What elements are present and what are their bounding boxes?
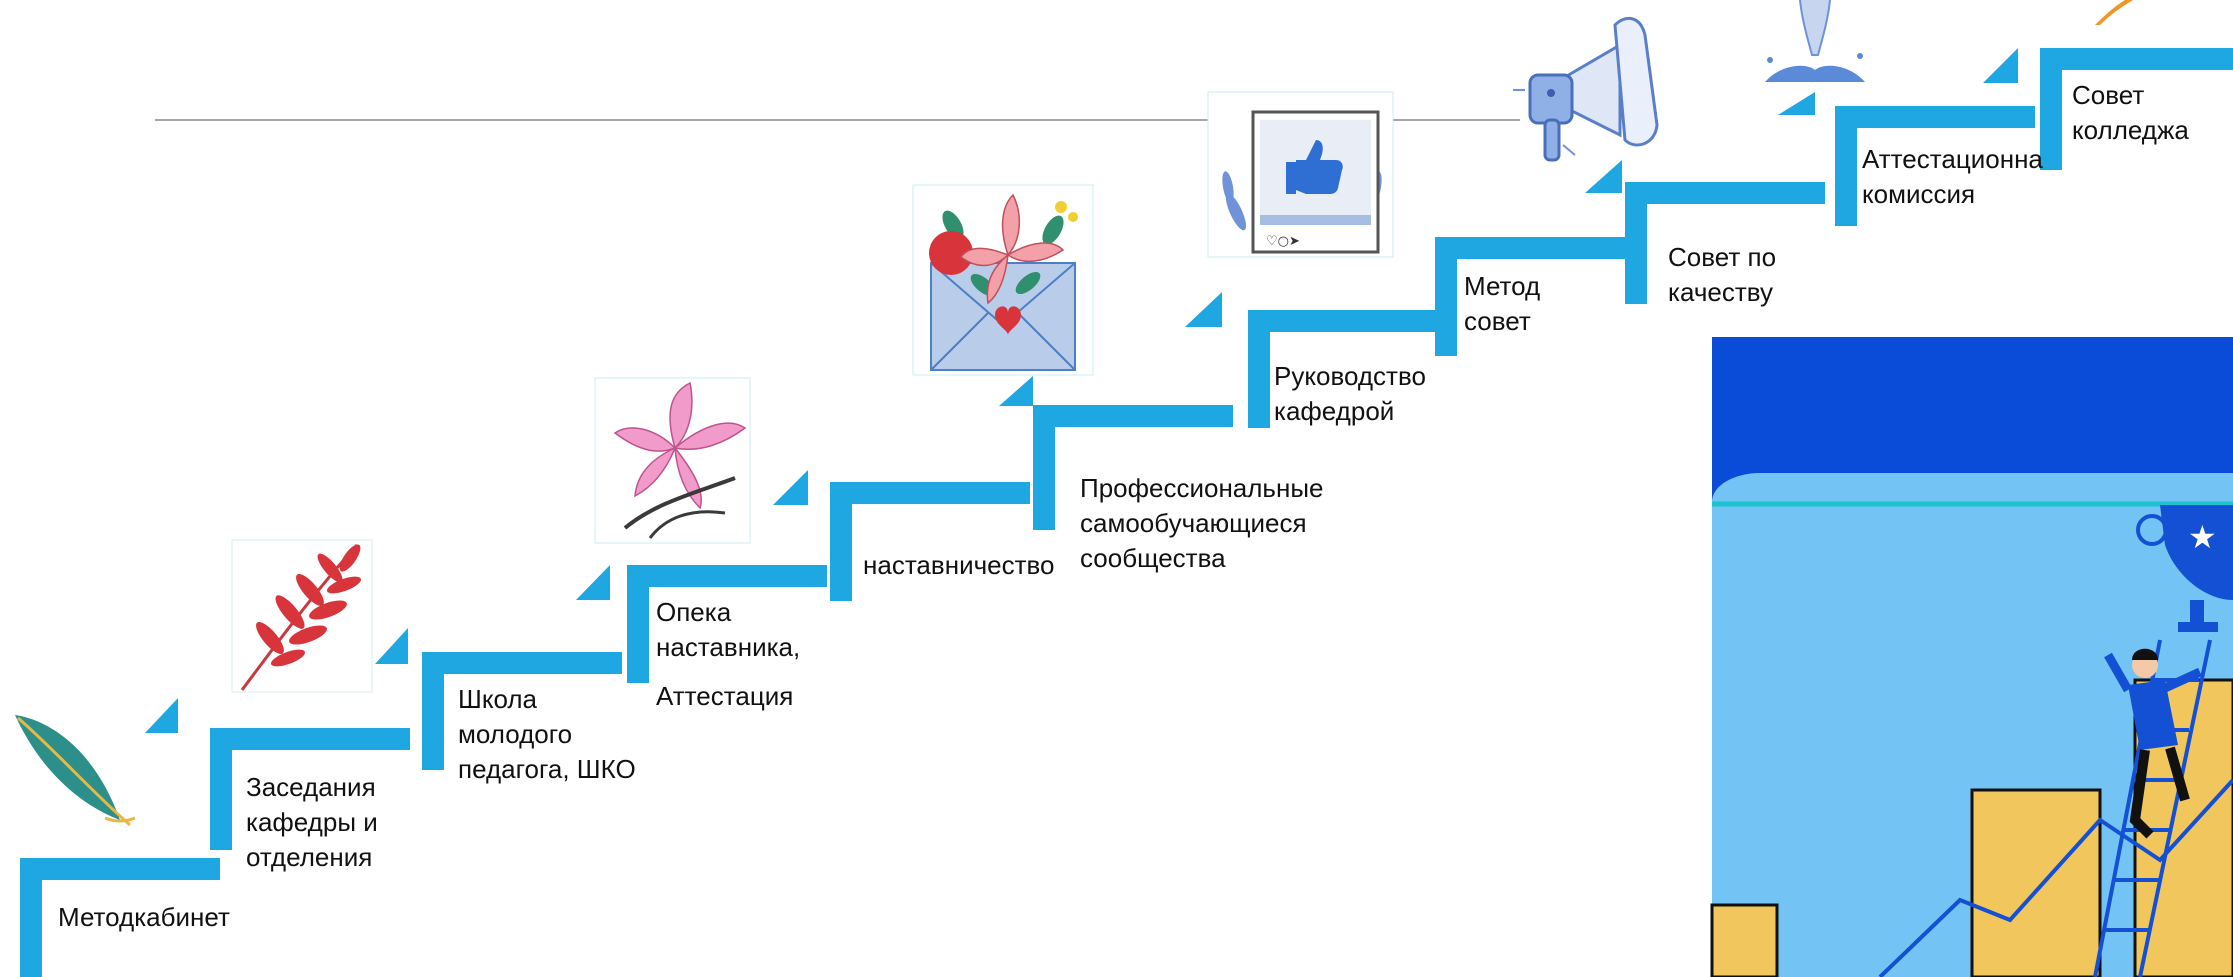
stairs — [20, 48, 2233, 977]
flower-envelope-icon — [912, 184, 1094, 376]
climber-icon — [2104, 648, 2202, 839]
stair-step-zasedaniya — [210, 628, 410, 850]
stair-step-metodkabinet — [20, 698, 220, 977]
step-label-attestacionnaya: Аттестационна комиссия — [1862, 144, 2043, 209]
step-label-nastavnichestvo: наставничество — [863, 550, 1055, 580]
svg-text:★: ★ — [2188, 518, 2217, 556]
step-label-sovet-kolledzha: Совет колледжа — [2072, 80, 2189, 145]
megaphone-icon — [1513, 16, 1659, 162]
stair-step-attestacionnaya — [1835, 48, 2035, 226]
climbing-to-trophy-illustration: ★ — [1710, 337, 2233, 977]
stair-step-shkola — [422, 565, 622, 770]
growth-line-icon — [1878, 778, 2233, 977]
step-label-rukovodstvo: Руководство кафедрой — [1274, 361, 1426, 426]
step-label-metodkabinet: Методкабинет — [58, 902, 230, 932]
step-label-sovet-kachestvo: Совет по качеству — [1668, 242, 1777, 307]
step-label-soobshchestva: Профессиональные самообучающиеся сообщес… — [1080, 473, 1324, 573]
svg-text:♡○➤: ♡○➤ — [1266, 234, 1300, 249]
trophy-icon: ★ — [2136, 505, 2233, 632]
lily-flower-icon — [594, 377, 751, 544]
step-label-opeka: Опека наставника, — [656, 597, 801, 662]
step-label-attestaciya: Аттестация — [656, 681, 794, 711]
stair-step-rukovodstvo — [1248, 160, 1622, 428]
stair-step-sovet-kolledzha — [2040, 48, 2233, 170]
like-post-icon: ♡○➤ — [1207, 91, 1394, 258]
stair-step-opeka — [627, 470, 827, 683]
stair-step-sovet-kachestvo — [1625, 92, 1825, 304]
step-label-shkola: Школа молодого педагога, ШКО — [458, 684, 636, 784]
fountain-icon — [1765, 0, 1865, 82]
stair-step-soobshchestva — [1033, 292, 1233, 530]
rocket-icon — [2095, 0, 2133, 25]
stair-step-metod-sovet — [1435, 237, 1625, 356]
stair-step-nastavnichestvo — [830, 376, 1033, 601]
feather-icon — [15, 715, 136, 827]
fern-leaf-icon — [231, 539, 373, 693]
step-label-zasedaniya: Заседания кафедры и отделения — [246, 772, 378, 872]
step-label-metod-sovet: Метод совет — [1464, 271, 1541, 336]
